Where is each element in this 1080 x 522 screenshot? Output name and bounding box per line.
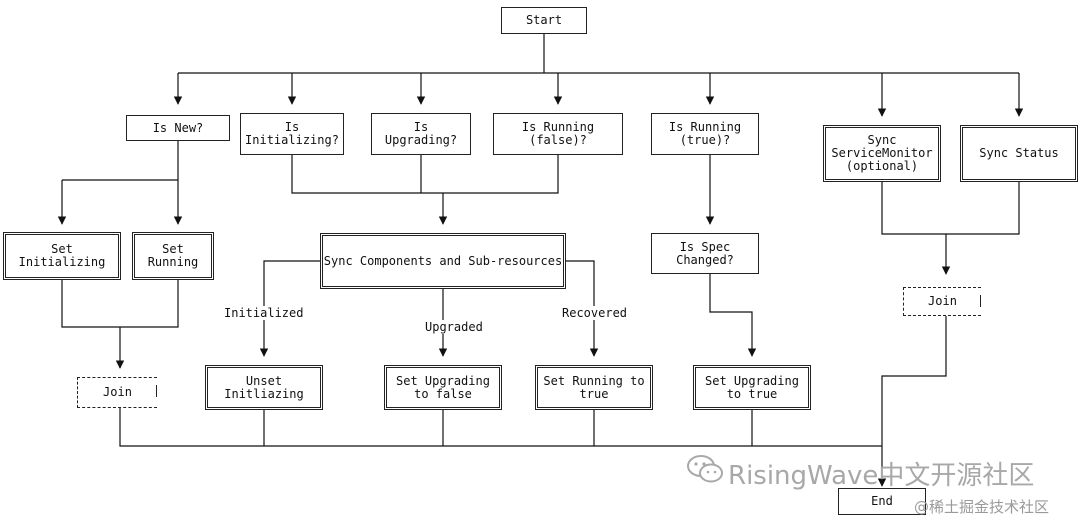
watermark-main: RisingWave中文开源社区 — [728, 461, 1035, 491]
wechat-icon — [687, 455, 723, 483]
set-upgrading-true-node: Set Upgrading to true — [693, 365, 811, 410]
is-spec-changed-label: Is Spec Changed? — [676, 239, 734, 267]
edge-label-recovered: Recovered — [560, 306, 630, 320]
edge-label-upgraded: Upgraded — [423, 320, 485, 334]
set-running-label: Set Running — [147, 242, 199, 269]
is-upgrading-label: Is Upgrading? — [384, 120, 458, 147]
edge-label-initialized: Initialized — [222, 306, 306, 320]
sync-servicemonitor-node: Sync ServiceMonitor (optional) — [823, 125, 941, 182]
join-left-node: Join — [77, 377, 157, 408]
set-running-node: Set Running — [132, 232, 214, 280]
sync-components-label: Sync Components and Sub-resources — [323, 253, 563, 268]
end-node: End — [838, 488, 926, 515]
sync-status-label: Sync Status — [979, 146, 1059, 160]
is-running-true-node: Is Running (true)? — [651, 113, 759, 155]
unset-initializing-label: Unset Initliazing — [224, 373, 304, 401]
is-upgrading-node: Is Upgrading? — [371, 113, 471, 155]
is-new-label: Is New? — [152, 120, 204, 135]
set-upgrading-true-label: Set Upgrading to true — [705, 373, 799, 401]
watermark-sub: @稀土掘金技术社区 — [914, 498, 1050, 516]
start-label: Start — [525, 13, 563, 27]
join-left-label: Join — [103, 385, 132, 399]
set-upgrading-false-node: Set Upgrading to false — [384, 365, 502, 410]
set-running-true-node: Set Running to true — [535, 365, 653, 410]
is-new-node: Is New? — [126, 115, 230, 141]
is-running-true-label: Is Running (true)? — [668, 120, 742, 147]
start-node: Start — [501, 7, 587, 34]
is-initializing-node: Is Initializing? — [240, 113, 344, 155]
is-initializing-label: Is Initializing? — [245, 120, 339, 147]
is-running-false-label: Is Running (false)? — [521, 120, 595, 147]
sync-components-node: Sync Components and Sub-resources — [320, 233, 566, 289]
end-label: End — [871, 494, 893, 508]
set-initializing-label: Set Initializing — [18, 242, 106, 269]
is-spec-changed-node: Is Spec Changed? — [651, 233, 759, 274]
set-initializing-node: Set Initializing — [3, 232, 121, 280]
join-right-node: Join — [903, 287, 981, 316]
is-running-false-node: Is Running (false)? — [493, 113, 623, 155]
join-right-label: Join — [928, 294, 957, 308]
sync-status-node: Sync Status — [960, 125, 1078, 182]
unset-initializing-node: Unset Initliazing — [205, 365, 323, 410]
set-running-true-label: Set Running to true — [543, 373, 645, 401]
set-upgrading-false-label: Set Upgrading to false — [396, 373, 490, 401]
sync-servicemonitor-label: Sync ServiceMonitor (optional) — [831, 133, 933, 173]
